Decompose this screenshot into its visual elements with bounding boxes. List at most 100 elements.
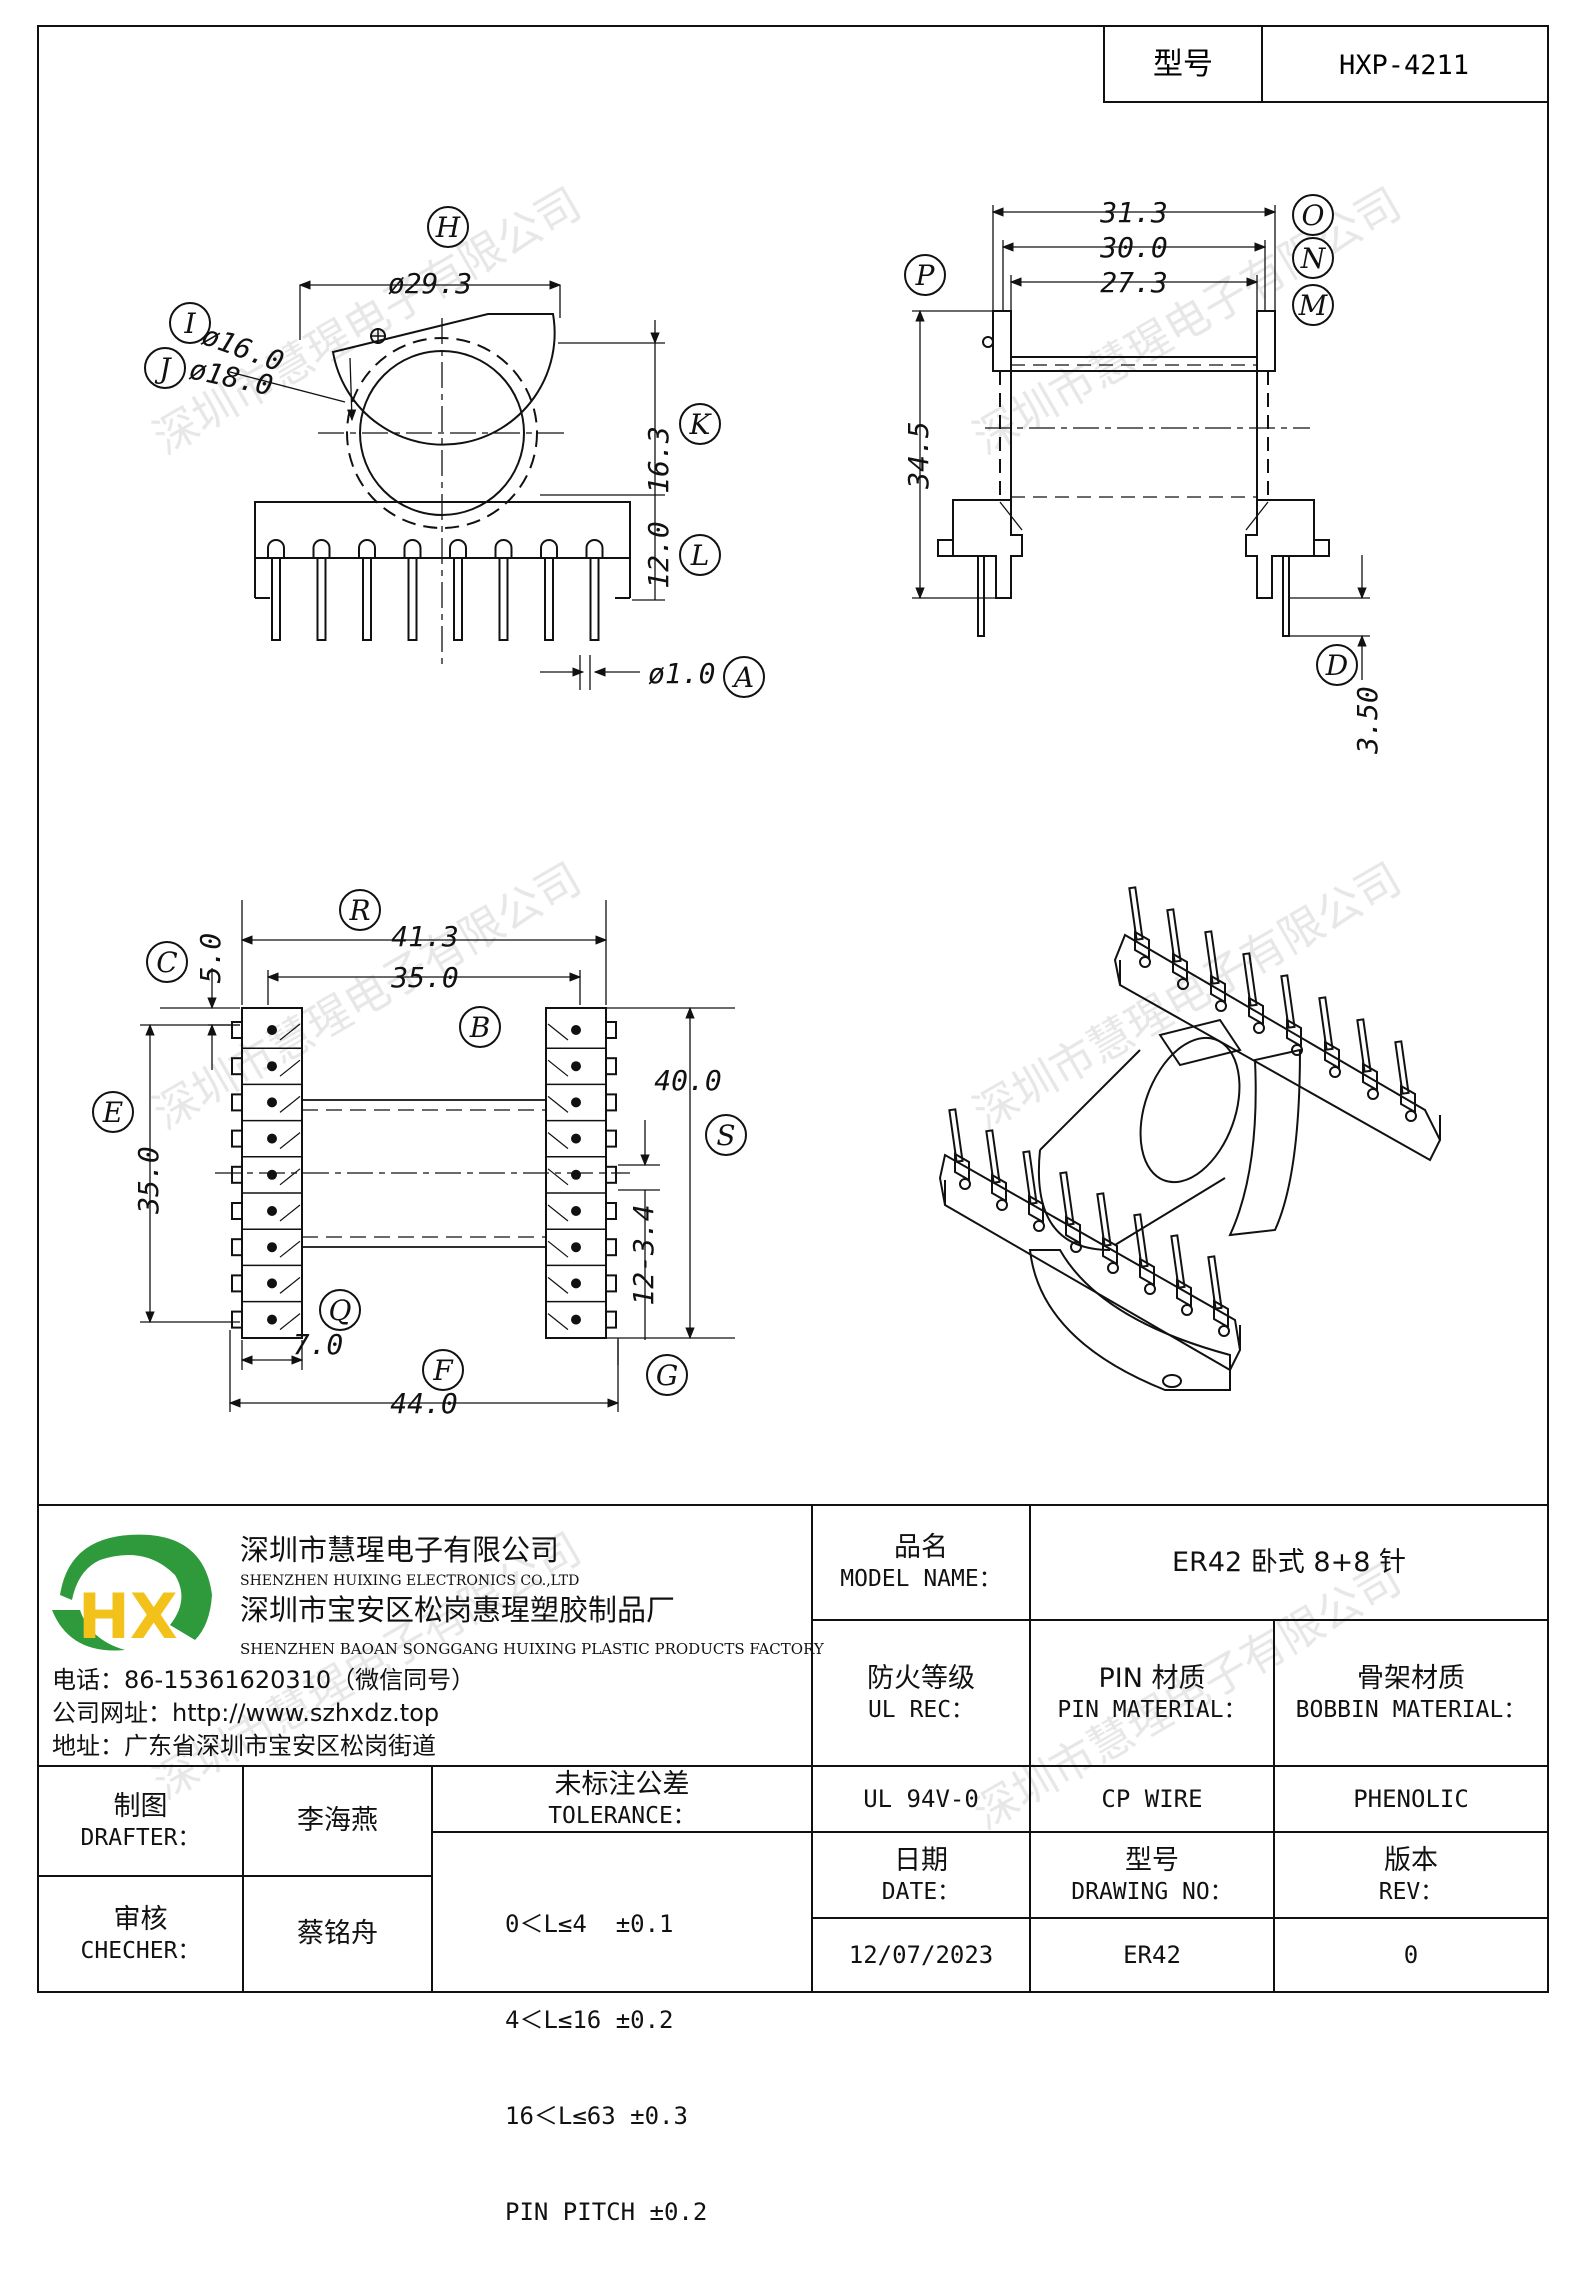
callout-i: I	[169, 302, 211, 344]
iso-front-rail	[938, 1153, 1242, 1372]
drawing-sheet: 型号 HXP-4211 深圳市慧瑆电子有限公司 深圳市慧瑆电子有限公司 深圳市慧…	[37, 25, 1549, 1993]
checker-cn: 审核	[113, 1903, 168, 1935]
front-pin	[453, 557, 463, 641]
front-pin	[362, 557, 372, 641]
pin-slot-diag	[547, 1313, 569, 1331]
iso-pin-hole	[959, 1178, 971, 1190]
callout-circle	[705, 1114, 747, 1156]
front-pin	[271, 557, 281, 641]
pin-tab	[231, 1202, 243, 1220]
iso-pin	[948, 1108, 964, 1163]
tolerance-row: 4＜L≤16 ±0.2	[505, 2006, 674, 2034]
callout-k: K	[679, 403, 721, 445]
factory-name-en-text: SHENZHEN BAOAN SONGGANG HUIXING PLASTIC …	[240, 1640, 824, 1658]
pin-tab	[605, 1238, 617, 1257]
rev-cn: 版本	[1384, 1844, 1438, 1876]
callout-letter: B	[469, 1011, 491, 1044]
callout-letter: S	[716, 1119, 735, 1152]
model-name-value: ER42 卧式 8+8 针	[1030, 1505, 1548, 1620]
pin-tab	[605, 1274, 617, 1293]
callout-b: B	[459, 1006, 501, 1048]
pin-tab	[231, 1310, 243, 1329]
pin-material-label: PIN 材质 PIN MATERIAL：	[1030, 1620, 1274, 1766]
iso-pin-post	[1324, 1040, 1340, 1070]
pin-dot	[267, 1025, 277, 1035]
callout-letter: Q	[329, 1294, 352, 1327]
pin-slot-diag	[547, 1095, 569, 1113]
factory-name-cn-text: 深圳市宝安区松岗惠瑆塑胶制品厂	[240, 1593, 676, 1627]
pin-dot	[267, 1133, 277, 1144]
pin-slot-diag	[547, 1168, 569, 1186]
callout-letter: P	[915, 259, 936, 292]
right-flange-top	[1256, 310, 1276, 372]
pin-tab	[231, 1057, 243, 1076]
front-view	[229, 280, 665, 690]
factory-name-cn: 深圳市宝安区松岗惠瑆塑胶制品厂	[240, 1592, 675, 1628]
callout-letter: F	[432, 1354, 454, 1387]
rev-en: REV：	[1378, 1878, 1444, 1905]
date-cn: 日期	[894, 1844, 948, 1876]
pin-dot	[571, 1133, 581, 1144]
front-pin	[589, 557, 600, 641]
date-label: 日期 DATE：	[812, 1832, 1030, 1918]
pin-slot	[403, 539, 422, 558]
callout-circle	[144, 347, 186, 389]
ul-rec-label: 防火等级 UL REC：	[812, 1620, 1030, 1766]
dim-w44-0: 44.0	[390, 1387, 457, 1420]
checker-label: 审核 CHECHER：	[38, 1876, 243, 1992]
callout-p: P	[904, 254, 946, 296]
dim-w31-3: 31.3	[1099, 196, 1167, 229]
title-block-grid	[38, 1504, 1548, 1992]
iso-pin-hole	[1181, 1304, 1193, 1316]
pin-tab	[605, 1129, 617, 1148]
pin-dot	[571, 1169, 581, 1180]
company-name-en: SHENZHEN HUIXING ELECTRONICS CO.,LTD	[240, 1573, 579, 1591]
company-name-cn-text: 深圳市慧瑆电子有限公司	[240, 1533, 560, 1567]
bobbin-material-value-text: PHENOLIC	[1353, 1785, 1469, 1813]
iso-pin	[1204, 930, 1220, 985]
iso-pin-post	[1362, 1062, 1378, 1092]
front-pin	[498, 557, 509, 641]
callout-q: Q	[319, 1289, 361, 1331]
pin-tab	[605, 1057, 617, 1076]
iso-pin-post	[954, 1152, 970, 1182]
iso-pin-post	[1139, 1257, 1155, 1287]
iso-pin-hole	[1405, 1110, 1417, 1122]
tolerance-table: 0＜L≤4 ±0.1 4＜L≤16 ±0.2 16＜L≤63 ±0.3 PIN …	[505, 1844, 707, 2292]
iso-pin-hole	[1291, 1044, 1303, 1056]
dim-pitch-12-3-4: 12-3.4	[627, 1204, 660, 1305]
rev-value: 0	[1274, 1918, 1548, 1992]
callout-f: F	[422, 1349, 464, 1391]
pin-strip	[254, 501, 631, 559]
iso-pin-hole	[996, 1199, 1008, 1211]
isometric-view	[938, 886, 1442, 1391]
tolerance-label: 未标注公差 TOLERANCE：	[432, 1766, 812, 1832]
checker-name: 蔡铭舟	[243, 1876, 432, 1992]
pin-slot-diag	[279, 1276, 301, 1294]
pin-slot	[449, 539, 467, 558]
pin-slot-diag	[279, 1023, 301, 1041]
iso-pin	[1128, 886, 1144, 941]
company-website[interactable]: 公司网址：http://www.szhxdz.top	[52, 1699, 440, 1727]
callout-letter: A	[731, 661, 754, 694]
iso-front-flange	[1028, 1249, 1231, 1391]
callout-g: G	[646, 1354, 688, 1396]
iso-pin-hole	[1033, 1220, 1045, 1232]
callout-o: O	[1292, 194, 1334, 236]
pin-slot-diag	[547, 1059, 569, 1077]
callout-h: H	[427, 206, 469, 248]
callout-s: S	[705, 1114, 747, 1156]
pin-dot	[267, 1169, 277, 1180]
rev-label: 版本 REV：	[1274, 1832, 1548, 1918]
bobbin-material-label: 骨架材质 BOBBIN MATERIAL：	[1274, 1620, 1548, 1766]
iso-pin	[1096, 1192, 1112, 1247]
drawing-no-value-text: ER42	[1123, 1941, 1181, 1969]
pin-dot	[267, 1278, 277, 1289]
callout-letter: O	[1302, 199, 1325, 232]
pin-material-en: PIN MATERIAL：	[1057, 1696, 1247, 1723]
pin-slot-diag	[547, 1240, 569, 1258]
callout-a: A	[723, 656, 765, 698]
dim-h5-0: 5.0	[194, 933, 227, 984]
iso-pin	[1166, 908, 1182, 963]
pin-material-value-text: CP WIRE	[1101, 1785, 1203, 1813]
